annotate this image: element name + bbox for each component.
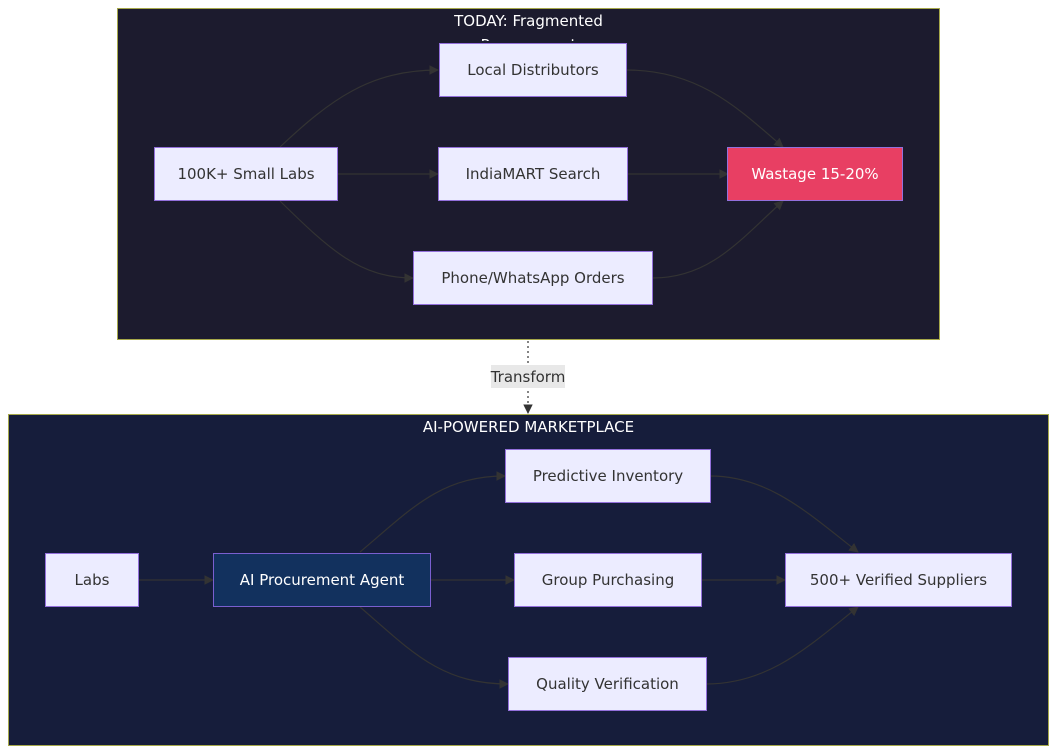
- phone-whatsapp-orders-node[interactable]: Phone/WhatsApp Orders: [413, 251, 653, 305]
- small-labs-node[interactable]: 100K+ Small Labs: [154, 147, 338, 201]
- wastage-node[interactable]: Wastage 15-20%: [727, 147, 903, 201]
- edge-ai-agent-to-predictive-inventory: [359, 471, 506, 553]
- group-purchasing-node[interactable]: Group Purchasing: [514, 553, 702, 607]
- indiamart-search-node[interactable]: IndiaMART Search: [438, 147, 628, 201]
- edge-predictive-inventory-to-suppliers: [709, 475, 859, 553]
- predictive-inventory-node[interactable]: Predictive Inventory: [505, 449, 711, 503]
- edge-quality-verification-to-suppliers: [705, 606, 859, 685]
- edge-small-labs-to-phone-orders: [279, 200, 414, 283]
- transform-edge-label: Transform: [491, 365, 565, 388]
- local-distributors-node[interactable]: Local Distributors: [439, 43, 627, 97]
- labs-node[interactable]: Labs: [45, 553, 139, 607]
- today-cluster-title: TODAY: Fragmented Procurement: [454, 12, 603, 41]
- edge-phone-orders-to-wastage: [652, 200, 784, 279]
- quality-verification-node[interactable]: Quality Verification: [508, 657, 707, 711]
- edge-small-labs-to-local-distributors: [279, 65, 439, 148]
- edge-local-distributors-to-wastage: [626, 69, 784, 148]
- edge-ai-agent-to-quality-verification: [359, 606, 509, 689]
- ai-procurement-agent-node[interactable]: AI Procurement Agent: [213, 553, 431, 607]
- ai-cluster-title: AI-POWERED MARKETPLACE: [422, 418, 635, 436]
- verified-suppliers-node[interactable]: 500+ Verified Suppliers: [785, 553, 1012, 607]
